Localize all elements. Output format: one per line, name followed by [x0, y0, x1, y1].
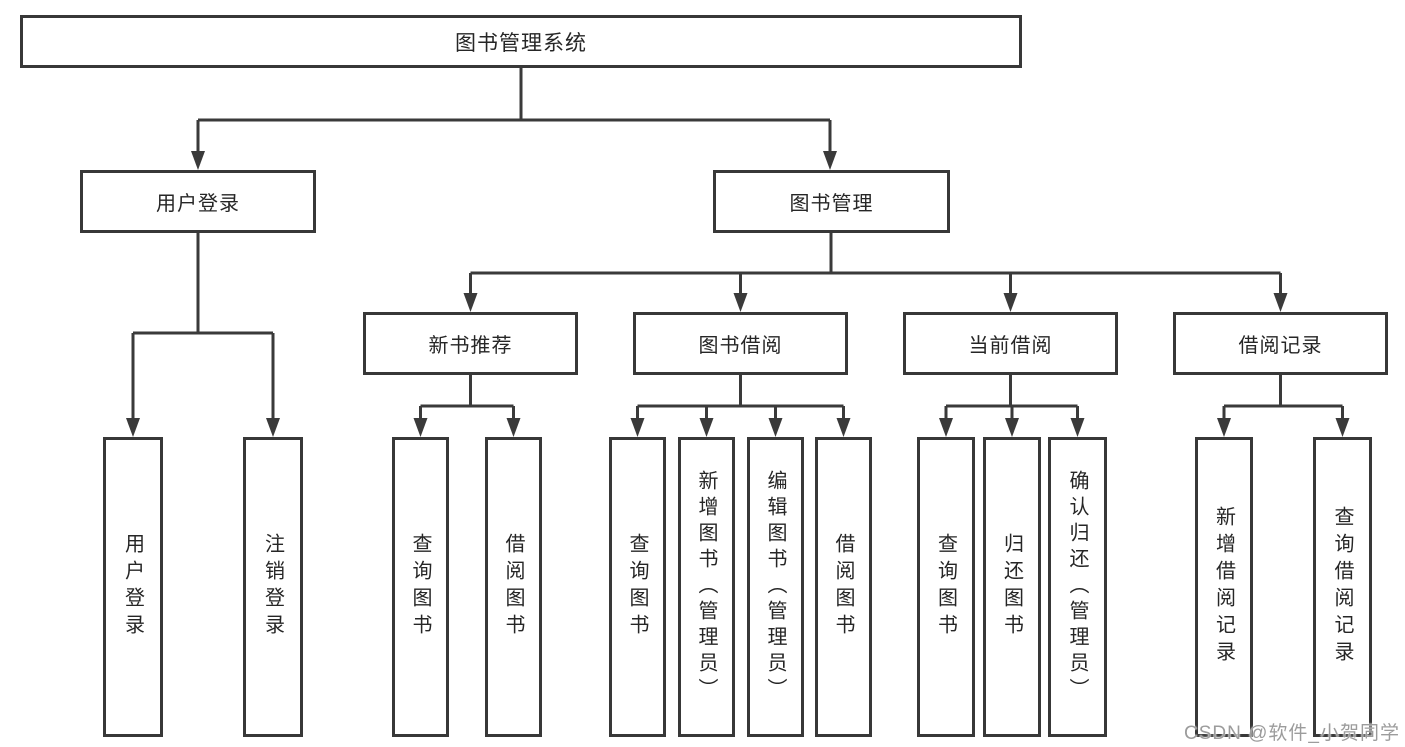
leaf-br-add-record: 新增借阅记录 — [1195, 437, 1253, 737]
leaf-bb-query-books: 查询图书 — [609, 437, 666, 737]
leaf-bb-borrow-books: 借阅图书 — [815, 437, 872, 737]
node-book-borrow: 图书借阅 — [633, 312, 848, 375]
leaf-bb-edit-books: 编辑图书（管理员） — [747, 437, 804, 737]
leaf-cb-return-books: 归还图书 — [983, 437, 1041, 737]
leaf-user-login: 用户登录 — [103, 437, 163, 737]
node-new-book-recommend: 新书推荐 — [363, 312, 578, 375]
connector-bookmgmt-to-level2 — [463, 233, 1288, 312]
leaf-logout: 注销登录 — [243, 437, 303, 737]
node-user-login: 用户登录 — [80, 170, 316, 233]
connector-root-to-level1 — [191, 68, 837, 170]
connector-currentborrow-to-leaves — [939, 375, 1085, 437]
connector-userlogin-to-leaves — [126, 233, 280, 437]
leaf-cb-confirm-return: 确认归还（管理员） — [1048, 437, 1107, 737]
node-current-borrow: 当前借阅 — [903, 312, 1118, 375]
connector-bookborrow-to-leaves — [630, 375, 851, 437]
node-root: 图书管理系统 — [20, 15, 1022, 68]
leaf-nbr-query-books: 查询图书 — [392, 437, 449, 737]
csdn-watermark: CSDN @软件_小贺同学 — [1184, 723, 1400, 744]
connector-newbook-to-leaves — [413, 375, 521, 437]
connector-records-to-leaves — [1217, 375, 1350, 437]
leaf-bb-add-books: 新增图书（管理员） — [678, 437, 735, 737]
node-borrow-records: 借阅记录 — [1173, 312, 1388, 375]
node-book-management: 图书管理 — [713, 170, 950, 233]
leaf-nbr-borrow-books: 借阅图书 — [485, 437, 542, 737]
leaf-cb-query-books: 查询图书 — [917, 437, 975, 737]
leaf-br-query-record: 查询借阅记录 — [1313, 437, 1372, 737]
